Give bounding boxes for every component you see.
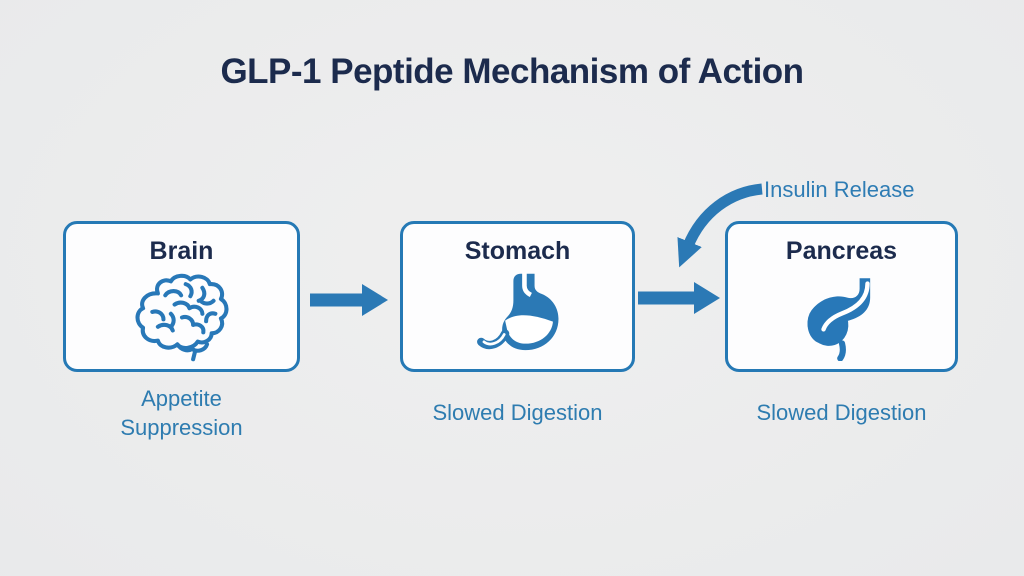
- pancreas-caption-text: Slowed Digestion: [756, 400, 927, 426]
- node-stomach: Stomach Slowed Digestion: [400, 221, 635, 425]
- brain-icon: [66, 266, 297, 370]
- arrow-stomach-to-pancreas: [638, 282, 720, 314]
- pancreas-box-title: Pancreas: [785, 237, 898, 265]
- pancreas-icon: [728, 266, 955, 370]
- node-pancreas: Pancreas Slowed Digestion: [725, 221, 958, 425]
- stomach-caption-text: Slowed Digestion: [432, 400, 603, 426]
- stomach-box-title: Stomach: [464, 237, 571, 265]
- arrow-brain-to-stomach: [310, 284, 388, 316]
- stomach-box: Stomach: [400, 221, 635, 372]
- pancreas-box: Pancreas: [725, 221, 958, 372]
- brain-box: Brain: [63, 221, 300, 372]
- page-title: GLP-1 Peptide Mechanism of Action: [220, 52, 804, 91]
- brain-caption: Appetite Suppression: [63, 372, 300, 454]
- insulin-release-label: Insulin Release: [764, 177, 915, 202]
- stomach-caption: Slowed Digestion: [400, 372, 635, 454]
- stomach-icon: [403, 266, 632, 370]
- node-brain: Brain: [63, 221, 300, 440]
- brain-box-title: Brain: [149, 237, 214, 265]
- brain-caption-text: Appetite Suppression: [120, 385, 243, 440]
- pancreas-caption: Slowed Digestion: [725, 372, 958, 454]
